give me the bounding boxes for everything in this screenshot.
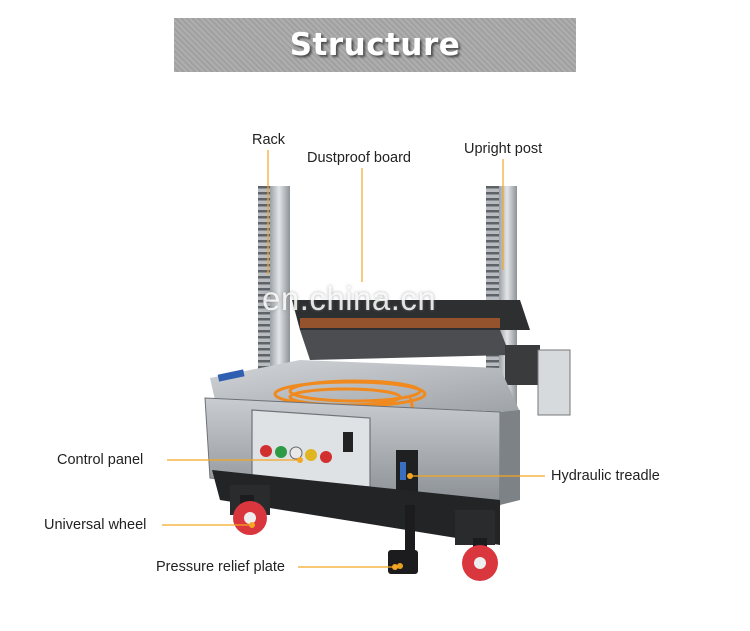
body-top [210, 360, 520, 412]
label-control-panel: Control panel [57, 452, 144, 468]
label-dustproof-board: Dustproof board [307, 150, 411, 166]
left-upright-post [258, 186, 290, 382]
leader-lines [162, 150, 545, 568]
page-title: Structure [289, 27, 461, 63]
label-rack: Rack [252, 132, 286, 148]
label-upright-post: Upright post [464, 141, 543, 157]
blue-tool [217, 369, 245, 382]
leader-dots [249, 457, 413, 570]
dustproof-board [292, 300, 571, 416]
control-panel [251, 409, 371, 488]
label-universal-wheel: Universal wheel [44, 517, 147, 533]
watermark-text: en.china.cn [262, 280, 437, 317]
label-pressure-relief-plate: Pressure relief plate [156, 559, 285, 575]
label-hydraulic-treadle: Hydraulic treadle [551, 468, 660, 484]
title-banner: Structure [174, 18, 576, 72]
right-universal-wheel [462, 538, 498, 581]
left-universal-wheel [233, 495, 267, 535]
